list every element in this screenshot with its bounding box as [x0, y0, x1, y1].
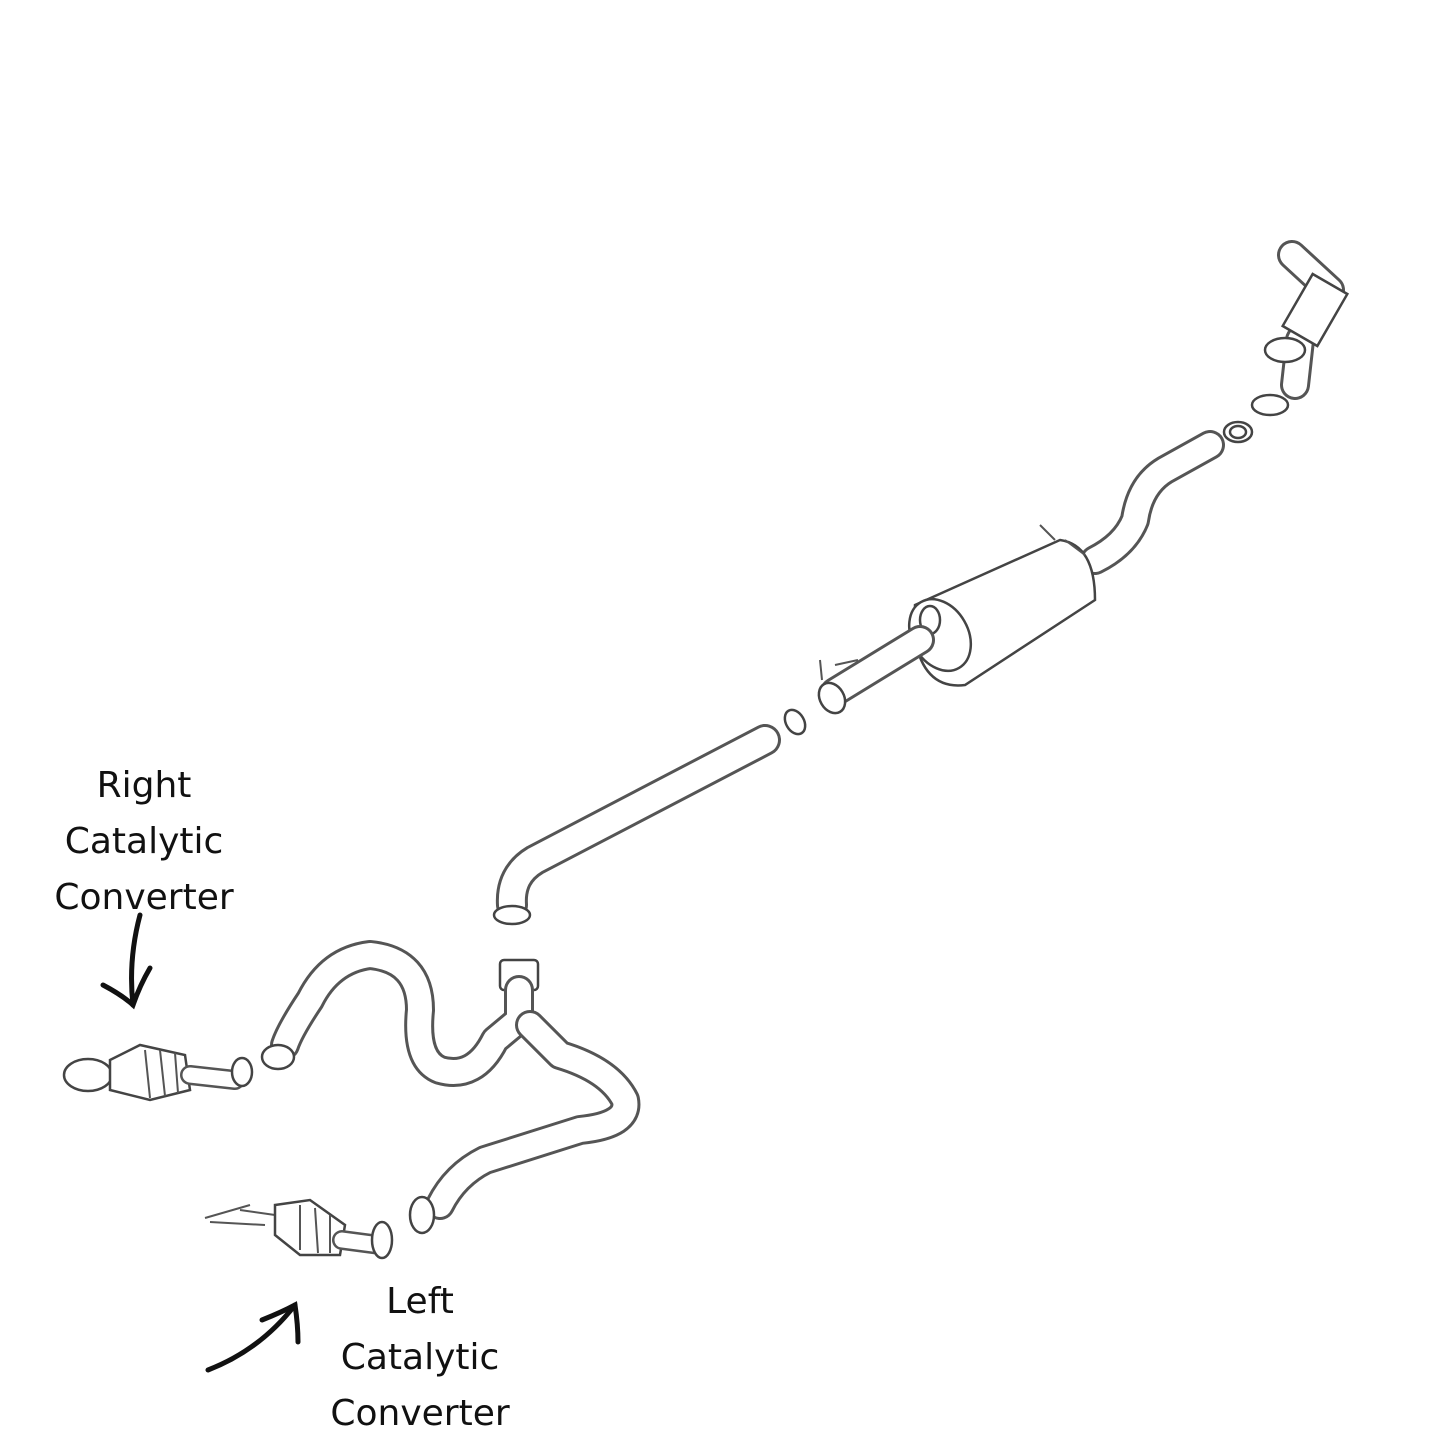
label-line: Right [96, 765, 192, 806]
y-pipe [270, 940, 641, 1220]
muffler-inlet-pipe [819, 625, 935, 707]
label-line: Left [386, 1281, 454, 1322]
muffler [907, 524, 1097, 687]
left-converter-arrow [205, 1301, 301, 1373]
label-line: Converter [330, 1393, 510, 1434]
label-line: Converter [54, 877, 234, 918]
label-line: Catalytic [340, 1337, 500, 1378]
flanges [260, 1043, 436, 1235]
left-catalytic-converter [204, 1198, 394, 1260]
label-line: Catalytic [64, 821, 224, 862]
right-converter-arrow [100, 912, 153, 1010]
tailpipe-clamp [1222, 420, 1254, 444]
pipe-clamps [783, 681, 847, 736]
right-catalytic-converter [62, 1043, 254, 1102]
left-catalytic-converter-label: Left Catalytic Converter [296, 1274, 544, 1442]
tailpipe [1250, 240, 1350, 417]
front-pipe [492, 724, 781, 926]
right-catalytic-converter-label: Right Catalytic Converter [20, 758, 268, 926]
intermediate-pipe [1080, 430, 1225, 575]
